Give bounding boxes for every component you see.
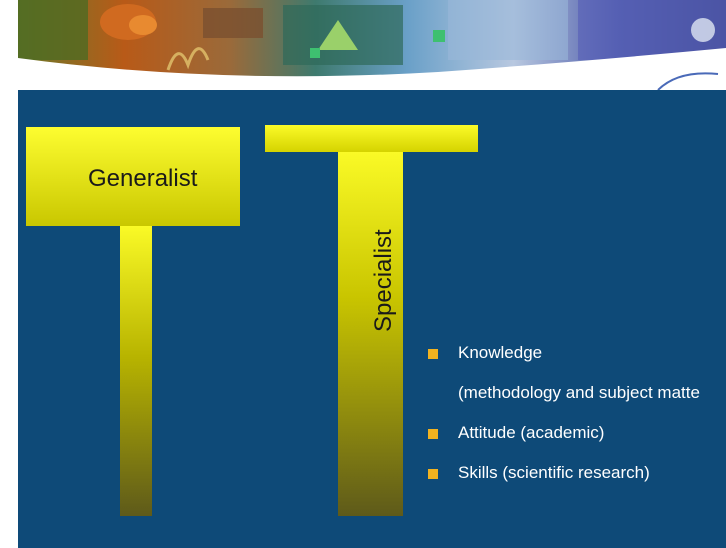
specialist-bar-vertical	[338, 152, 403, 516]
slide: Generalist Specialist Knowledge (methodo…	[18, 0, 726, 548]
specialist-bar-horizontal	[265, 125, 478, 152]
generalist-label: Generalist	[88, 165, 198, 192]
header-banner-image	[18, 0, 726, 90]
banner-collage	[18, 0, 726, 90]
generalist-bar-vertical	[120, 226, 152, 516]
bullet-square-icon	[428, 469, 438, 479]
generalist-bar-horizontal	[26, 127, 240, 226]
bullet-square-icon	[428, 429, 438, 439]
bullet-square-icon	[428, 349, 438, 359]
specialist-label: Specialist	[370, 229, 397, 332]
